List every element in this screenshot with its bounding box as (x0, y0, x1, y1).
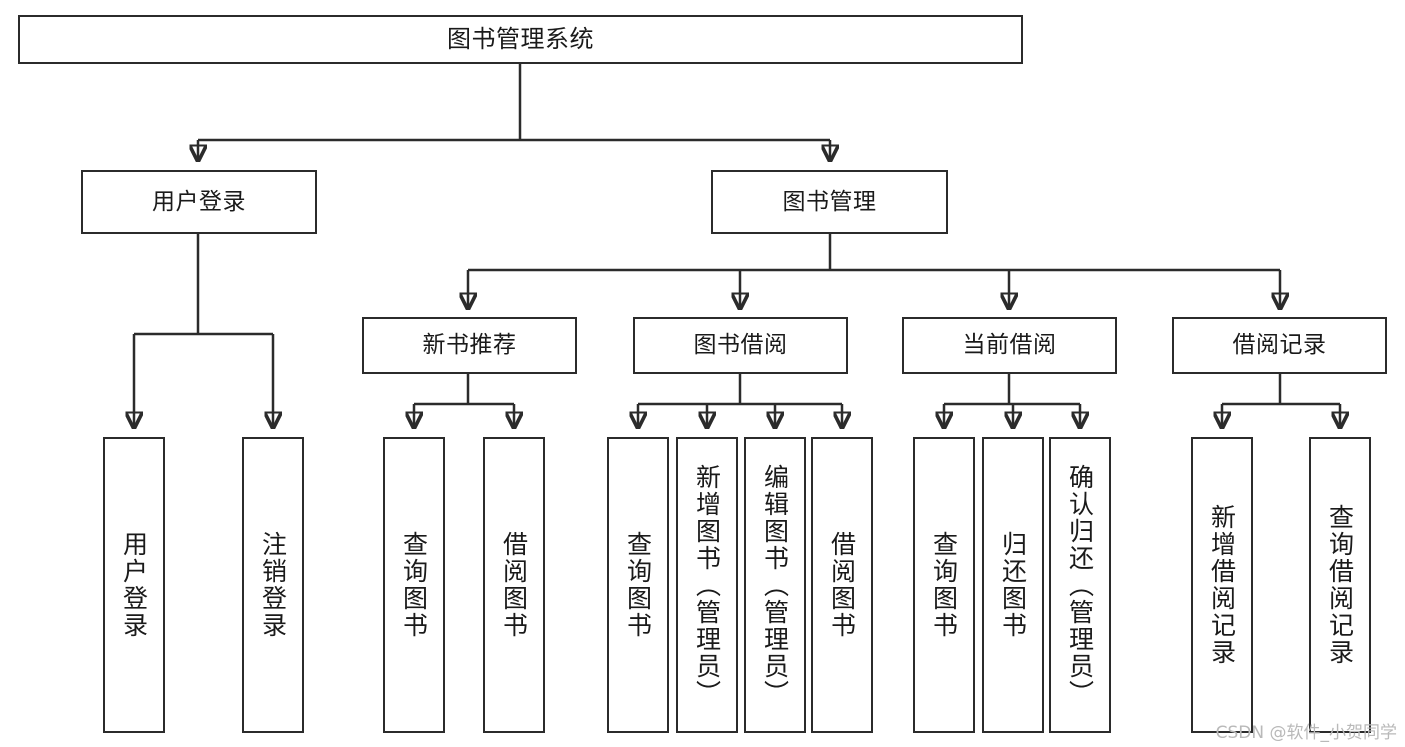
leaf-new-book-borrow[interactable]: 借阅图书 (483, 437, 545, 733)
node-label: 借阅图书 (827, 531, 857, 639)
leaf-borrow-query-book[interactable]: 查询图书 (607, 437, 669, 733)
node-new-book-recommend[interactable]: 新书推荐 (362, 317, 577, 374)
node-label: 查询图书 (623, 531, 653, 639)
leaf-borrow-add-book-admin[interactable]: 新增图书（管理员） (676, 437, 738, 733)
node-root-book-management-system[interactable]: 图书管理系统 (18, 15, 1023, 64)
node-label: 借阅图书 (499, 531, 529, 639)
node-user-login[interactable]: 用户登录 (81, 170, 317, 234)
node-label: 注销登录 (258, 531, 288, 639)
leaf-borrow-edit-book-admin[interactable]: 编辑图书（管理员） (744, 437, 806, 733)
node-label: 新增借阅记录 (1207, 504, 1237, 666)
leaf-user-logout[interactable]: 注销登录 (242, 437, 304, 733)
node-label: 新增图书（管理员） (692, 463, 722, 707)
node-label: 用户登录 (119, 531, 149, 639)
node-label: 当前借阅 (962, 332, 1057, 359)
node-label: 查询借阅记录 (1325, 504, 1355, 666)
node-label: 归还图书 (998, 531, 1028, 639)
leaf-current-query-book[interactable]: 查询图书 (913, 437, 975, 733)
node-current-borrow[interactable]: 当前借阅 (902, 317, 1117, 374)
leaf-current-return-book[interactable]: 归还图书 (982, 437, 1044, 733)
node-book-management[interactable]: 图书管理 (711, 170, 948, 234)
node-label: 用户登录 (152, 188, 246, 215)
csdn-watermark: CSDN @软件_小贺同学 (1215, 723, 1397, 743)
leaf-current-confirm-return-admin[interactable]: 确认归还（管理员） (1049, 437, 1111, 733)
node-label: 图书管理 (782, 188, 877, 215)
node-label: 查询图书 (399, 531, 429, 639)
node-label: 编辑图书（管理员） (760, 463, 790, 707)
node-label: 确认归还（管理员） (1065, 463, 1095, 707)
node-book-borrow[interactable]: 图书借阅 (633, 317, 848, 374)
node-label: 图书管理系统 (447, 24, 594, 53)
node-label: 查询图书 (929, 531, 959, 639)
node-label: 新书推荐 (422, 332, 517, 359)
leaf-new-book-query[interactable]: 查询图书 (383, 437, 445, 733)
node-label: 图书借阅 (693, 332, 788, 359)
leaf-borrow-borrow-book[interactable]: 借阅图书 (811, 437, 873, 733)
leaf-record-query-borrow-record[interactable]: 查询借阅记录 (1309, 437, 1371, 733)
leaf-user-login[interactable]: 用户登录 (103, 437, 165, 733)
node-label: 借阅记录 (1232, 332, 1327, 359)
leaf-record-add-borrow-record[interactable]: 新增借阅记录 (1191, 437, 1253, 733)
node-borrow-record[interactable]: 借阅记录 (1172, 317, 1387, 374)
